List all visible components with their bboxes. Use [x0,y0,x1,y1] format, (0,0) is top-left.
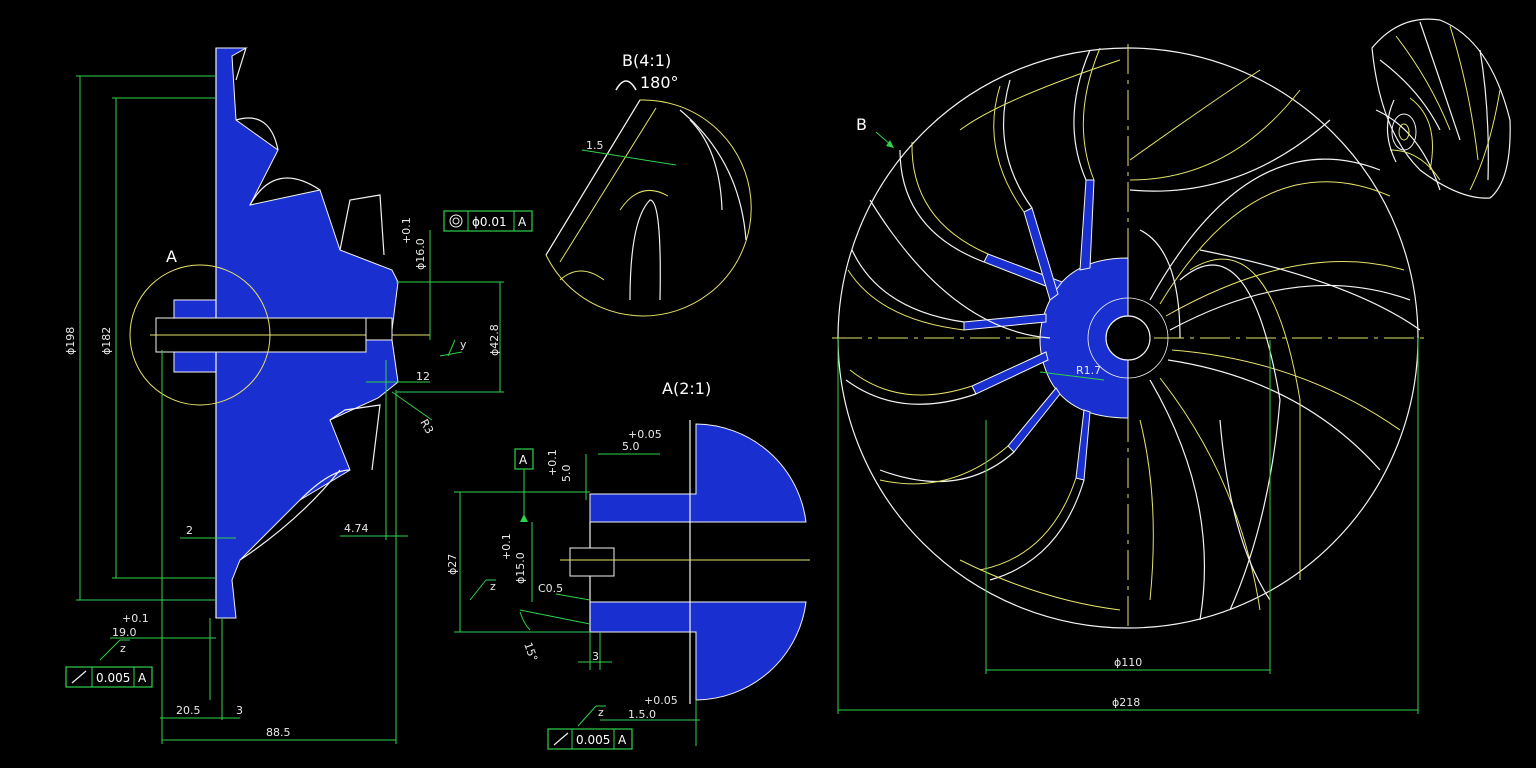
dim-len20-5: 20.5 [176,704,201,717]
detail-a-dim-c0-5: C0.5 [538,582,563,595]
detail-a-dim-1-5: 1.5.0 [628,708,656,721]
dim-len2: 2 [186,524,193,537]
section-view: A ϕ198 ϕ182 ϕ16.0 +0.1 ϕ42.8 12 R3 y 2 4… [64,47,533,744]
circular-runout-arrow-icon [553,732,569,746]
front-dim-r1-7: R1.7 [1076,364,1101,377]
detail-b-rotation: 180° [640,73,679,92]
detail-b-title: B(4:1) [622,51,671,70]
fcf-runout-datum-1: A [138,671,147,685]
dim-len19-tol: +0.1 [122,612,149,625]
detail-a-dim-d15-tol: +0.1 [500,533,513,560]
detail-a-dim-1-5-tol: +0.05 [644,694,678,707]
detail-b-view: B(4:1) 180° 1.5 [545,51,752,317]
dim-len88-5: 88.5 [266,726,291,739]
fcf-runout-2: 0.005 A [547,728,633,750]
surface-z1: z [120,642,126,655]
fcf-concentricity: ϕ0.01 A [443,210,533,232]
dim-len3: 3 [236,704,243,717]
dim-d198: ϕ198 [64,327,77,355]
detail-a-dim-5-side-tol: +0.1 [546,449,559,476]
fcf-concentric-datum: A [518,215,527,229]
front-dim-d110: ϕ110 [1114,656,1142,669]
detail-a-view: A(2:1) A 5.0 +0.05 5.0 +0.1 ϕ27 ϕ15.0 +0… [446,379,810,750]
dim-len19: 19.0 [112,626,137,639]
fcf-runout-tol-2: 0.005 [576,733,610,747]
detail-b-dim-1-5: 1.5 [586,139,604,152]
dim-len12: 12 [416,370,430,383]
dim-d16: ϕ16.0 [414,238,427,270]
concentric-circles-icon [449,214,463,228]
surface-z2: z [490,580,496,593]
surface-y: y [460,338,467,351]
front-view: B R1.7 ϕ110 ϕ218 [832,44,1424,714]
dim-d16-tol: +0.1 [400,217,413,244]
fcf-runout-datum-2: A [618,733,627,747]
dim-r3: R3 [417,417,436,436]
impeller-3d-thumbnail [1371,18,1511,199]
detail-a-dim-5-upper: 5.0 [622,440,640,453]
surface-z3: z [598,706,604,719]
fcf-runout-tol-1: 0.005 [96,671,130,685]
dim-d42-8: ϕ42.8 [488,324,501,356]
circular-runout-arrow-icon [71,670,87,684]
detail-a-dim-5-side: 5.0 [560,465,573,483]
detail-a-dim-d15: ϕ15.0 [514,552,527,584]
dim-len4-74: 4.74 [344,522,369,535]
datum-a-label: A [519,453,528,467]
detail-a-dim-3: 3 [592,650,599,663]
detail-a-dim-ang15: 15° [521,641,540,664]
dim-d182: ϕ182 [100,327,113,355]
detail-a-dim-d27: ϕ27 [446,554,459,575]
fcf-concentric-tol: ϕ0.01 [472,215,507,229]
rotation-arc-icon [615,80,637,91]
detail-b-marker: B [856,115,867,134]
detail-a-marker: A [166,247,177,266]
detail-a-title: A(2:1) [662,379,711,398]
front-dim-d218: ϕ218 [1112,696,1140,709]
fcf-runout-1: 0.005 A [65,666,153,688]
detail-a-dim-5-upper-tol: +0.05 [628,428,662,441]
